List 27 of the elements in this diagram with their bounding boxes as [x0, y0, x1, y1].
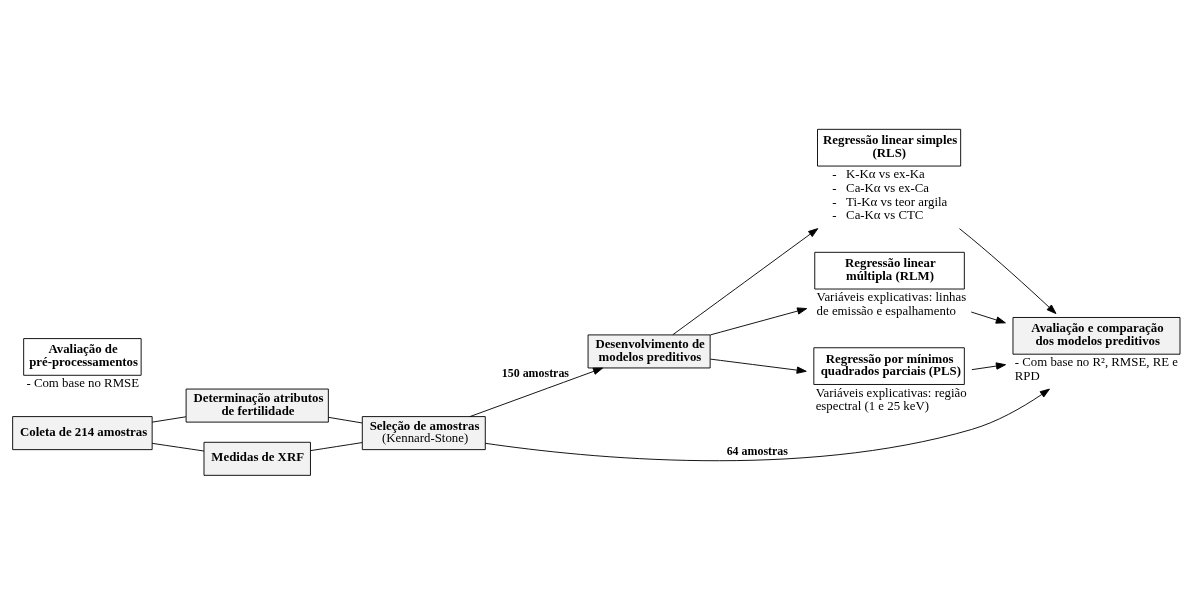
- arrow: [484, 388, 1050, 461]
- arrow: [958, 227, 1057, 314]
- arrow: [672, 227, 819, 335]
- node-label: - Com base no R², RMSE, RE e RPD: [1014, 354, 1178, 383]
- connector: [328, 416, 363, 423]
- node-label: - Ca-Kα vs ex-Ca: [832, 180, 930, 195]
- node-box: Coleta de 214 amostras: [12, 415, 153, 450]
- node-label: Variáveis explicativas: região espectral (1 e 25 keV): [815, 385, 967, 413]
- node-box: Determinação atributos de fertilidade: [185, 388, 329, 423]
- arrow: [469, 367, 604, 417]
- node-label: - Com base no RMSE: [26, 375, 140, 390]
- edge-label: 64 amostras: [726, 443, 788, 458]
- node-box: Medidas de XRF: [203, 441, 311, 476]
- arrow: [971, 361, 1007, 370]
- connector: [151, 415, 187, 423]
- node-box: Desenvolvimento de modelos preditivos: [587, 333, 711, 368]
- arrow: [709, 358, 807, 374]
- node-label: - Ca-Kα vs CTC: [832, 207, 924, 222]
- node-label: - Ti-Kα vs teor argila: [832, 194, 948, 209]
- connector: [310, 441, 363, 451]
- node-label: - K-Kα vs ex-Ka: [832, 166, 925, 181]
- edge-label: 150 amostras: [501, 365, 570, 380]
- node-label: Variáveis explicativas: linhas de emissão e espalhamento: [816, 289, 967, 318]
- node-box: Seleção de amostras (Kennard-Stone): [361, 415, 486, 450]
- connector: [151, 442, 205, 451]
- arrow: [709, 306, 808, 335]
- arrow: [970, 311, 1006, 324]
